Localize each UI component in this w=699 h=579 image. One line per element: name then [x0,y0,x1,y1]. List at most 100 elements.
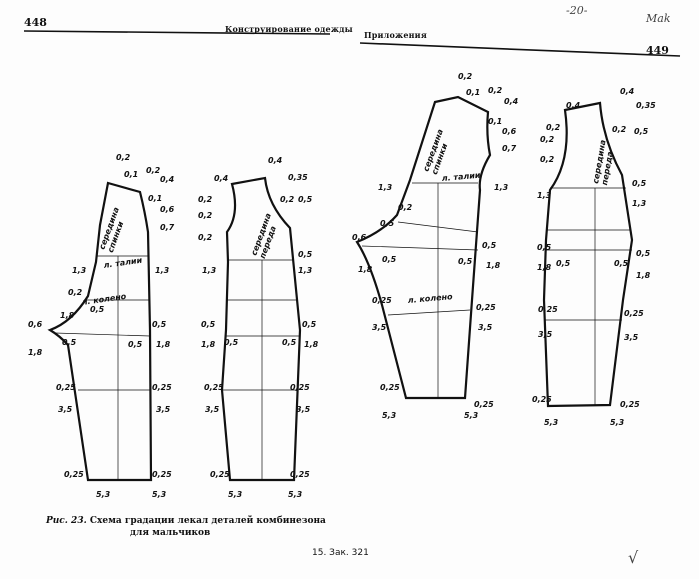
figure-number: Рис. 23. [46,516,87,526]
grading-increment-label: 1,8 [304,340,319,349]
grading-increment-label: 0,2 [612,125,627,134]
handwritten-check: √ [628,548,639,567]
piece-annotation: серединаспинки [421,128,453,176]
figure-caption-text: Схема градации лекал деталей комбинезона [89,516,326,526]
grading-increment-label: 1,3 [378,183,393,192]
right-header-rule [359,42,681,57]
piece-annotation: л. колено [407,292,453,305]
grading-increment-label: 0,1 [488,117,502,126]
grading-increment-label: 1,8 [358,265,373,274]
grading-increment-label: 0,5 [298,250,313,259]
grading-increment-label: 0,2 [198,233,213,242]
grading-increment-label: 0,5 [614,259,629,268]
front-piece-right-construction [545,187,632,406]
grading-increment-label: 0,6 [160,205,175,214]
grading-increment-label: 0,7 [502,144,517,153]
grading-increment-label: 1,8 [156,340,171,349]
grading-increment-label: 3,5 [205,405,220,414]
grading-increment-label: 0,25 [64,470,84,479]
grading-increment-label: 1,3 [537,191,552,200]
grading-increment-label: 0,2 [488,86,503,95]
left-page-number: 448 [24,16,47,29]
grading-increment-label: 3,5 [372,323,387,332]
grading-increment-label: 0,25 [290,470,310,479]
grading-increment-label: 0,35 [636,101,656,110]
grading-increment-label: 0,2 [198,211,213,220]
grading-increment-label: 3,5 [624,333,639,342]
grading-increment-label: 0,25 [538,305,558,314]
front-piece-left-outline [220,176,302,482]
grading-increment-label: 5,3 [96,490,111,499]
left-header-rule [23,30,331,35]
grading-increment-label: 0,4 [268,156,283,165]
piece-annotation: серединапереда [249,212,281,260]
grading-increment-label: 0,2 [398,203,413,212]
grading-increment-label: 0,5 [298,195,313,204]
grading-increment-label: 5,3 [382,411,397,420]
grading-increment-label: 0,5 [636,249,651,258]
grading-increment-label: 0,5 [380,219,395,228]
grading-increment-label: 1,3 [494,183,509,192]
handwritten-mark: -20- [566,4,588,17]
back-piece-right-outline [355,95,492,400]
grading-increment-label: 0,2 [146,166,161,175]
grading-increment-label: 1,8 [201,340,216,349]
right-page-header: Приложения [364,30,427,40]
grading-increment-label: 0,5 [201,320,216,329]
grading-increment-label: 0,25 [290,383,310,392]
grading-increment-label: 0,25 [152,383,172,392]
grading-increment-label: 0,2 [198,195,213,204]
grading-increment-label: 0,6 [28,320,43,329]
grading-increment-label: 0,6 [502,127,517,136]
front-piece-left-construction [223,259,300,480]
grading-increment-label: 1,3 [202,266,217,275]
grading-increment-label: 0,5 [62,338,77,347]
grading-increment-label: 0,5 [90,305,105,314]
grading-increment-label: 1,3 [72,266,87,275]
grading-increment-label: 0,25 [204,383,224,392]
grading-increment-label: 0,4 [214,174,229,183]
grading-increment-label: 0,5 [282,338,297,347]
grading-increment-label: 0,2 [458,72,473,81]
grading-increment-label: 1,8 [28,348,43,357]
back-piece-left-outline [47,181,153,482]
grading-increment-label: 5,3 [610,418,625,427]
grading-increment-label: 0,2 [280,195,295,204]
grading-increment-label: 0,25 [372,296,392,305]
grading-increment-label: 3,5 [156,405,171,414]
grading-increment-label: 3,5 [58,405,73,414]
grading-increment-label: 0,5 [152,320,167,329]
grading-increment-label: 0,25 [620,400,640,409]
grading-increment-label: 0,1 [148,194,162,203]
grading-increment-label: 0,4 [160,175,175,184]
grading-increment-label: 0,25 [532,395,552,404]
grading-increment-label: 0,2 [116,153,131,162]
grading-increment-label: 0,4 [504,97,519,106]
piece-annotation: л. талии [441,171,481,183]
grading-increment-label: 0,5 [128,340,143,349]
grading-increment-label: 0,5 [632,179,647,188]
figure-caption-line1: Рис. 23. Схема градации лекал деталей ко… [46,516,326,526]
grading-increment-label: 1,3 [298,266,313,275]
handwritten-signature: Mak [646,12,671,25]
grading-increment-label: 0,4 [620,87,635,96]
grading-increment-label: 0,25 [474,400,494,409]
grading-increment-label: 0,5 [537,243,552,252]
grading-increment-label: 0,35 [288,173,308,182]
grading-increment-label: 0,25 [56,383,76,392]
grading-increment-label: 1,8 [537,263,552,272]
grading-increment-label: 0,1 [124,170,138,179]
grading-increment-label: 0,25 [152,470,172,479]
right-page-number: 449 [646,44,669,57]
grading-increment-label: 0,5 [458,257,473,266]
grading-increment-label: 0,4 [566,101,581,110]
grading-increment-label: 0,25 [624,309,644,318]
back-piece-left-construction [54,255,151,480]
piece-annotation: серединапереда [591,139,616,186]
grading-increment-label: 3,5 [296,405,311,414]
grading-increment-label: 0,25 [210,470,230,479]
grading-increment-label: 0,7 [160,223,175,232]
figure-caption-line2: для мальчиков [130,528,211,538]
